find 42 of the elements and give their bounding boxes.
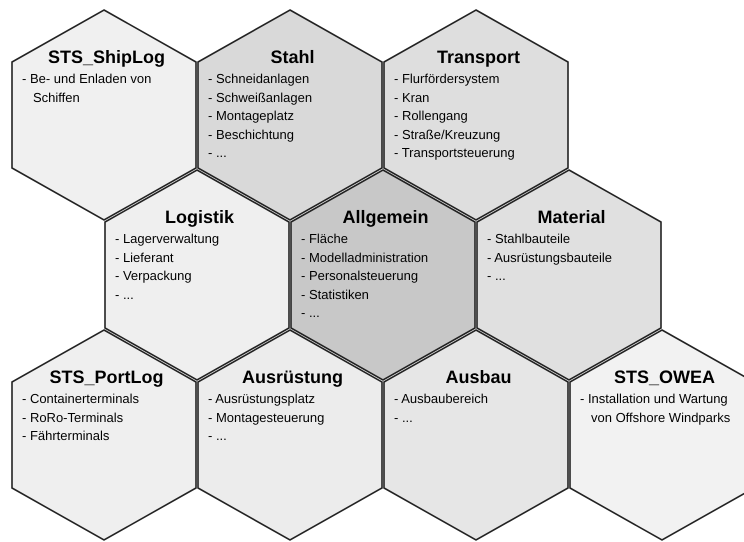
list-item: - Installation und Wartung von Offshore Windparks [580,390,732,427]
list-item: - Statistiken [301,286,370,304]
list-item: - ... [487,267,507,285]
list-item: - Ausrüstungsplatz [208,390,316,408]
hexagon-title: Ausrüstung [242,366,343,388]
list-item: - Transportsteuerung [394,144,516,162]
hexagon-title: STS_OWEA [614,366,715,388]
list-item: - ... [394,408,414,426]
list-item: - Ausrüstungsbauteile [487,248,614,267]
list-item: - ... [208,144,228,162]
list-item: - Personalsteuerung [301,267,420,285]
list-item: - Schneidanlagen [208,70,310,88]
hexagon-title: Stahl [270,46,314,68]
list-item: - Straße/Kreuzung [394,126,502,144]
list-item: - Kran [394,88,430,106]
hexagon-title: Logistik [164,206,234,228]
list-item: - ... [208,427,228,445]
list-item: - Beschichtung [208,126,295,144]
hexagon-title: STS_PortLog [49,366,164,388]
list-item: - Montageplatz [208,107,295,125]
list-item: - Stahlbauteile [487,230,572,248]
list-item: - Modelladministration [301,248,430,266]
list-item: - Fährterminals [22,427,110,445]
list-item: - ... [301,304,321,322]
hexagon-title: Transport [436,46,520,68]
hexagon-title: Material [537,206,606,228]
hexagon-title: STS_ShipLog [48,46,165,68]
list-item: - RoRo-Terminals [22,408,124,426]
list-item: - Flurfördersystem [394,70,500,88]
list-item: - Containerterminals [22,390,140,408]
list-item: - ... [115,286,135,304]
list-item: - Rollengang [394,107,469,125]
list-item: - Lagerverwaltung [115,230,220,248]
list-item: - Lieferant [115,248,175,266]
list-item: - Schweißanlagen [208,88,314,107]
list-item: - Ausbaubereich [394,390,489,408]
hexagon-title: Allgemein [342,206,429,228]
list-item: - Montagesteuerung [208,408,326,427]
list-item: - Be- und Enladen von Schiffen [22,70,152,106]
list-item: - Verpackung [115,267,193,285]
hexagon-title: Ausbau [445,366,512,388]
list-item: - Fläche [301,230,349,248]
